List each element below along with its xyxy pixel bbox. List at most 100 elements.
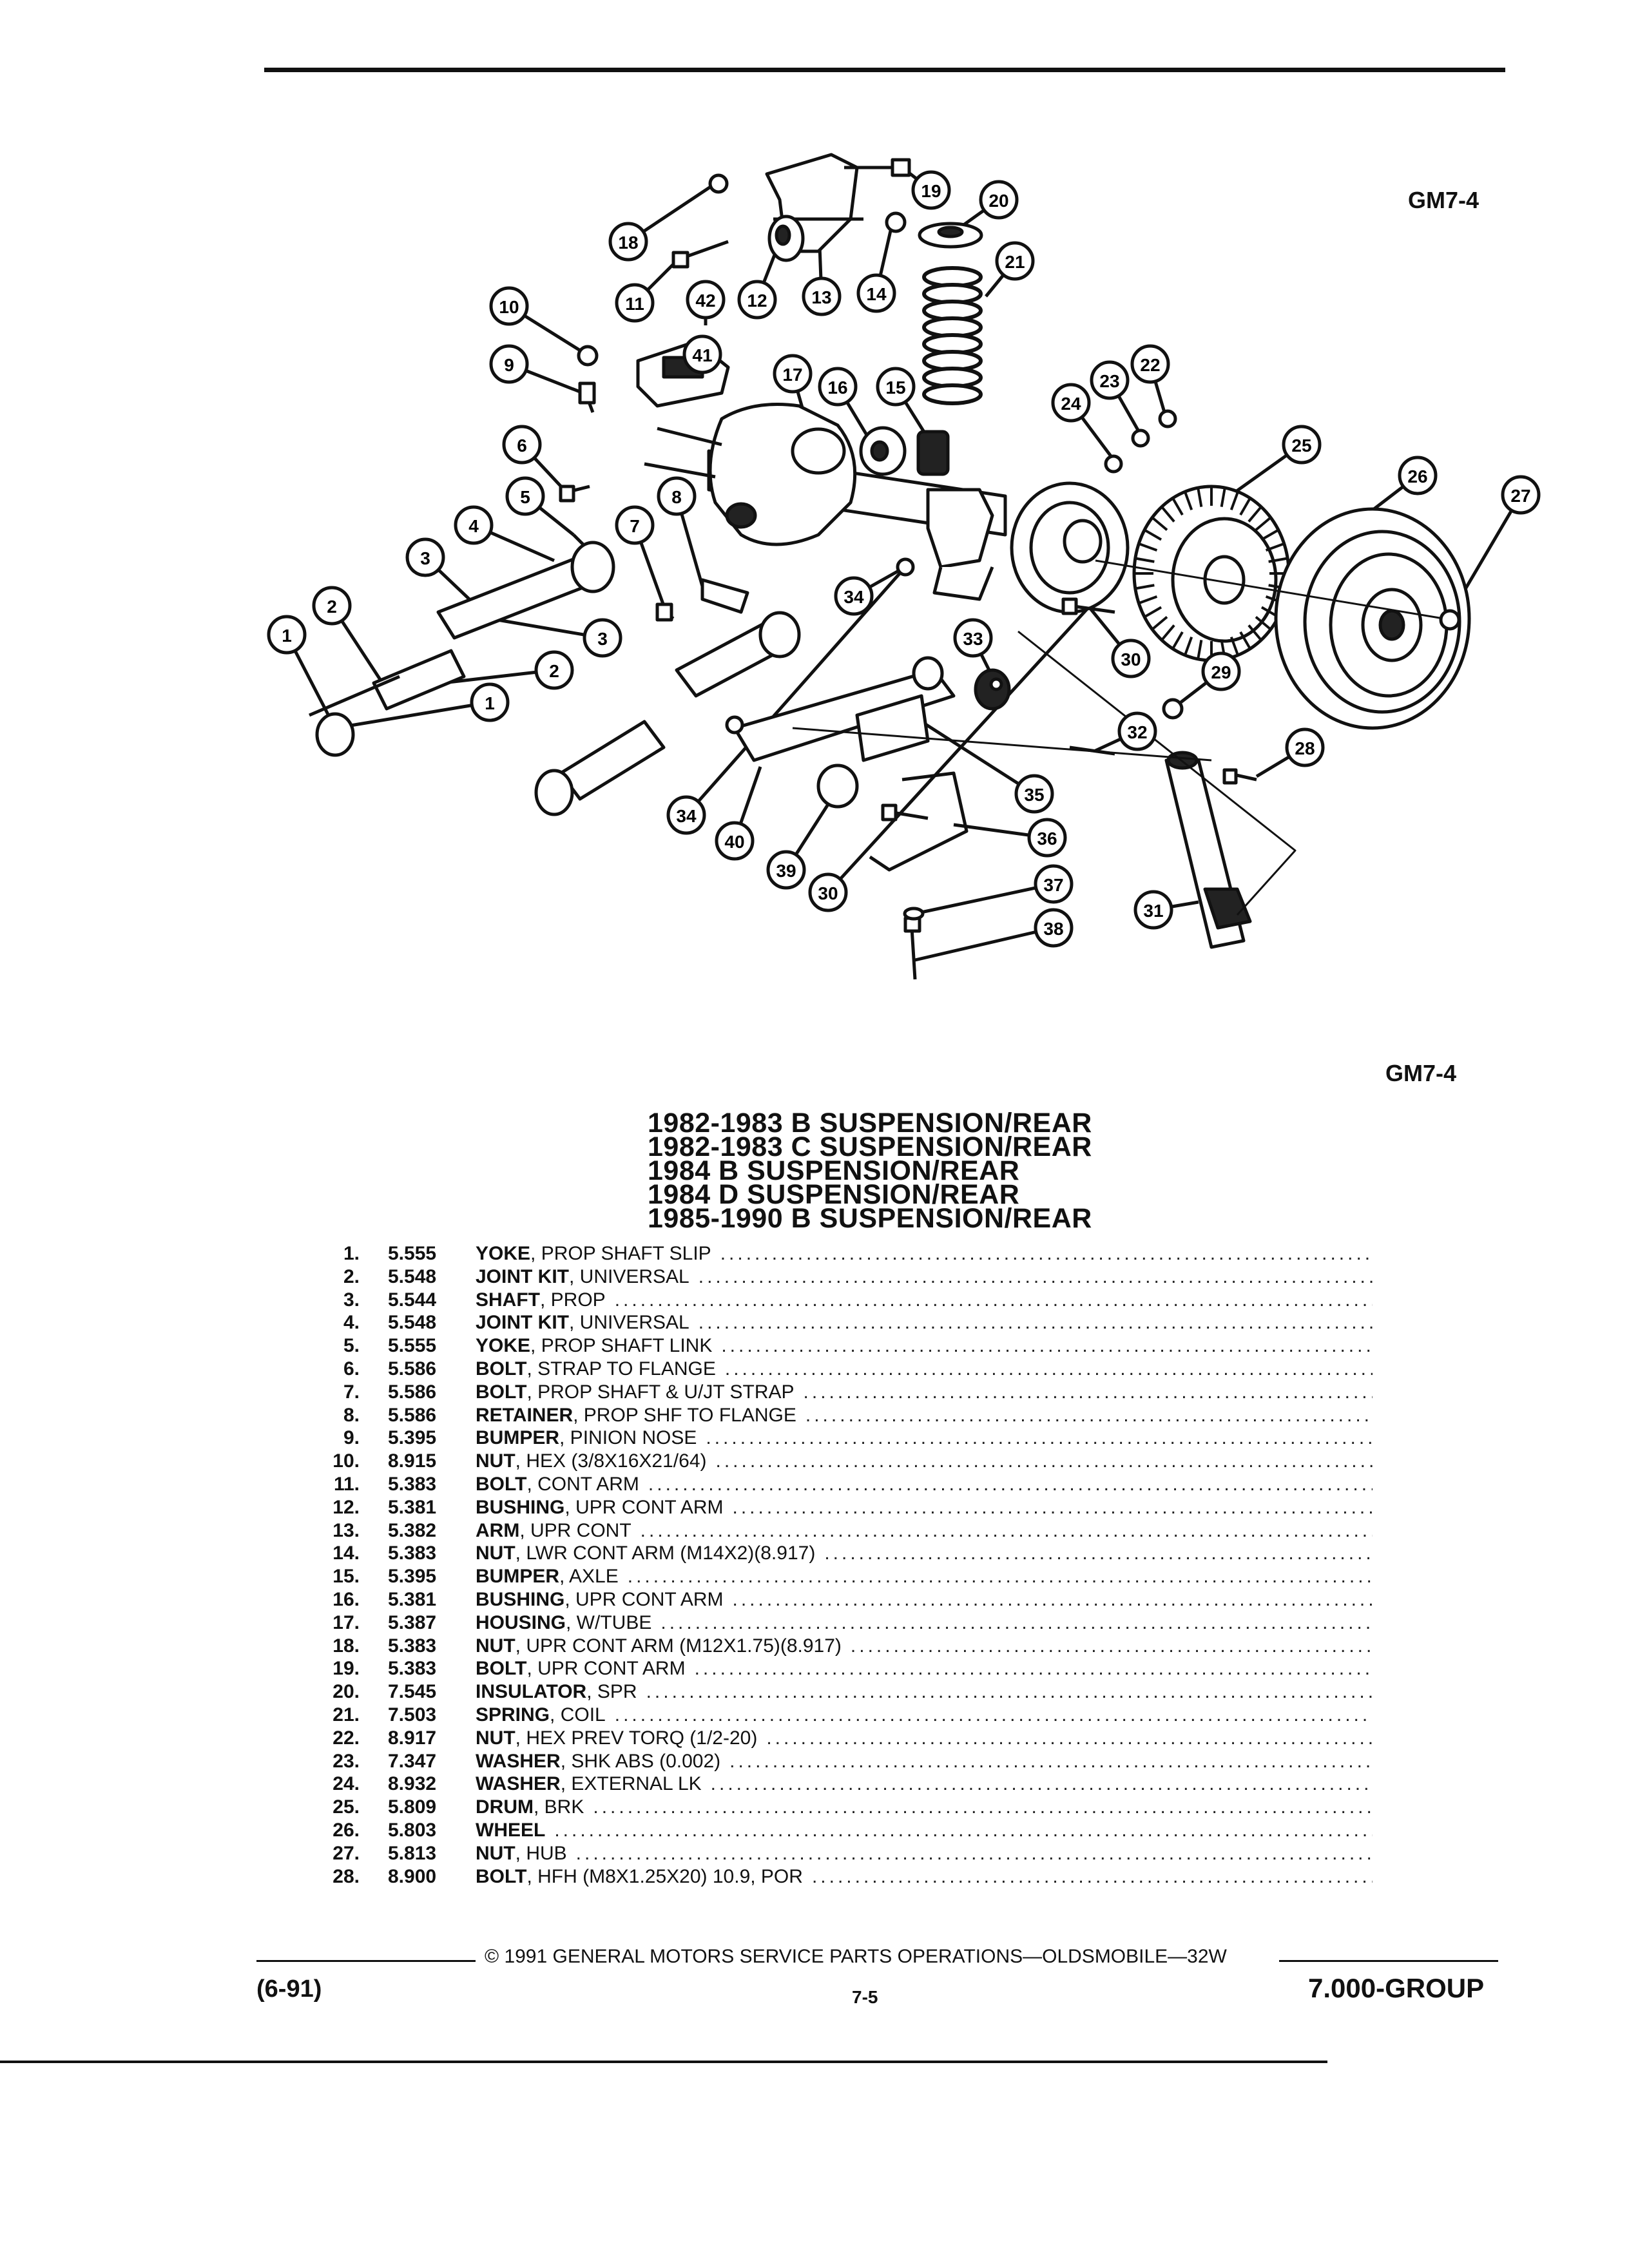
item-number: 21. xyxy=(333,1704,360,1725)
part-detail: , W/TUBE xyxy=(566,1611,652,1633)
group-code: 8.932 xyxy=(388,1773,437,1795)
part-detail: , UNIVERSAL xyxy=(569,1312,689,1334)
callout-number: 2 xyxy=(327,597,337,617)
part-detail: , CONT ARM xyxy=(526,1473,639,1495)
callout-bubble: 20 xyxy=(979,180,1019,220)
group-code: 5.383 xyxy=(388,1473,437,1495)
group-code: 5.387 xyxy=(388,1611,437,1633)
callout-circle xyxy=(686,280,726,320)
callout-circle xyxy=(953,618,993,658)
part-detail: , HEX (3/8X16X21/64) xyxy=(515,1450,707,1472)
callout-circle xyxy=(1117,711,1157,751)
drum-fin xyxy=(1144,606,1162,618)
callout-bubble: 6 xyxy=(502,425,542,465)
part-description: BOLT, PROP SHAFT & U/JT STRAP...........… xyxy=(476,1381,1373,1404)
callout-circle xyxy=(808,872,848,912)
leader-dots: ........................................… xyxy=(803,1381,1373,1403)
group-code: 5.586 xyxy=(388,1358,437,1379)
part-name: BUSHING xyxy=(476,1588,565,1610)
revision-date: (6-91) xyxy=(256,1975,322,2003)
part-description: NUT, UPR CONT ARM (M12X1.75)(8.917).....… xyxy=(476,1635,1373,1658)
callout-circle xyxy=(1034,864,1074,904)
item-number: 11. xyxy=(333,1473,360,1495)
leader-dots: ........................................… xyxy=(715,1450,1373,1472)
part-detail: , PROP xyxy=(540,1289,606,1311)
callout-circle xyxy=(1051,383,1091,423)
callout-circle xyxy=(1285,727,1325,767)
drum-fin xyxy=(1172,498,1184,516)
leader-dots: ........................................… xyxy=(824,1542,1373,1564)
part-detail: , STRAP TO FLANGE xyxy=(526,1358,716,1379)
spring-coil xyxy=(922,383,983,405)
section-title: 1984 B SUSPENSION/REAR xyxy=(648,1155,1020,1186)
drum-fin xyxy=(1268,557,1287,563)
group-code: 5.383 xyxy=(388,1635,437,1657)
callout-bubble: 10 xyxy=(489,286,529,326)
group-code: 5.813 xyxy=(388,1842,437,1864)
item-number: 8. xyxy=(343,1404,360,1426)
callout-number: 19 xyxy=(921,181,941,201)
group-code: 5.383 xyxy=(388,1542,437,1564)
drum-fin xyxy=(1136,557,1155,563)
callout-number: 11 xyxy=(625,294,644,314)
leader-dots: ........................................… xyxy=(554,1819,1373,1841)
callout-number: 14 xyxy=(866,284,887,304)
group-code: 5.383 xyxy=(388,1658,437,1680)
callout-circle xyxy=(856,273,896,313)
leader-dots: ........................................… xyxy=(732,1588,1373,1610)
part-description: SPRING, COIL............................… xyxy=(476,1704,1373,1727)
part-detail: , COIL xyxy=(550,1704,606,1725)
part-name: YOKE xyxy=(476,1243,531,1264)
callout-circle xyxy=(911,170,951,210)
callout-bubble: 14 xyxy=(856,273,896,313)
callout-number: 3 xyxy=(597,629,608,649)
callout-number: 15 xyxy=(885,378,905,398)
group-code: 5.586 xyxy=(388,1381,437,1403)
callout-circle xyxy=(489,344,529,384)
part-name: YOKE xyxy=(476,1335,531,1357)
callout-number: 22 xyxy=(1140,355,1160,375)
group-code: 5.544 xyxy=(388,1289,437,1311)
part-description: HOUSING, W/TUBE.........................… xyxy=(476,1611,1373,1635)
drum-fin xyxy=(1172,631,1184,649)
leader-dots: ........................................… xyxy=(614,1289,1373,1311)
part-detail: , UNIVERSAL xyxy=(569,1265,689,1287)
section-title: 1982-1983 C SUSPENSION/REAR xyxy=(648,1131,1092,1162)
leader-dots: ........................................… xyxy=(706,1427,1373,1449)
callout-bubble: 11 xyxy=(615,283,655,323)
group-code: 5.382 xyxy=(388,1519,437,1541)
callout-circle xyxy=(1111,639,1151,678)
callout-number: 1 xyxy=(485,693,495,713)
callout-bubble: 32 xyxy=(1117,711,1157,751)
callout-circle xyxy=(1014,774,1054,814)
item-number: 28. xyxy=(333,1865,360,1887)
part-description: NUT, HEX PREV TORQ (1/2-20).............… xyxy=(476,1727,1373,1750)
page-number: 7-5 xyxy=(852,1987,878,2007)
callout-bubble: 34 xyxy=(834,576,874,616)
item-number: 12. xyxy=(333,1496,360,1518)
group-code: 8.915 xyxy=(388,1450,437,1472)
drum-fin xyxy=(1184,636,1193,655)
callout-number: 8 xyxy=(671,487,682,507)
leader-dots: ........................................… xyxy=(627,1566,1373,1588)
callout-number: 30 xyxy=(1121,649,1141,669)
callout-leader xyxy=(914,882,1054,916)
callout-bubble: 15 xyxy=(876,367,916,407)
part-detail: , LWR CONT ARM (M14X2)(8.917) xyxy=(515,1542,816,1564)
callout-number: 10 xyxy=(499,297,519,317)
part-name: RETAINER xyxy=(476,1404,574,1426)
callout-circle xyxy=(979,180,1019,220)
item-number: 23. xyxy=(333,1750,360,1772)
bottom-rule xyxy=(0,2061,1327,2063)
callout-bubble: 39 xyxy=(766,850,806,890)
callout-number: 3 xyxy=(420,548,430,568)
